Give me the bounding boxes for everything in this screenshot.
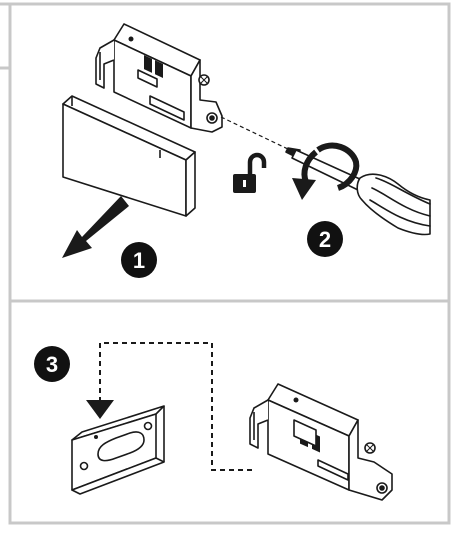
mounting-bracket — [72, 406, 164, 494]
wall-clip-bottom — [250, 384, 392, 500]
direction-arrow-icon — [62, 196, 129, 258]
step-number-1: 1 — [133, 248, 145, 273]
step-number-3: 3 — [46, 352, 58, 377]
step-badge-2: 2 — [307, 221, 343, 257]
unlock-icon — [233, 155, 264, 193]
alignment-dashed-line — [221, 117, 290, 150]
step-badge-3: 3 — [34, 346, 70, 382]
step-number-2: 2 — [319, 227, 331, 252]
step-badge-1: 1 — [121, 242, 157, 278]
panel-frames — [0, 4, 449, 523]
